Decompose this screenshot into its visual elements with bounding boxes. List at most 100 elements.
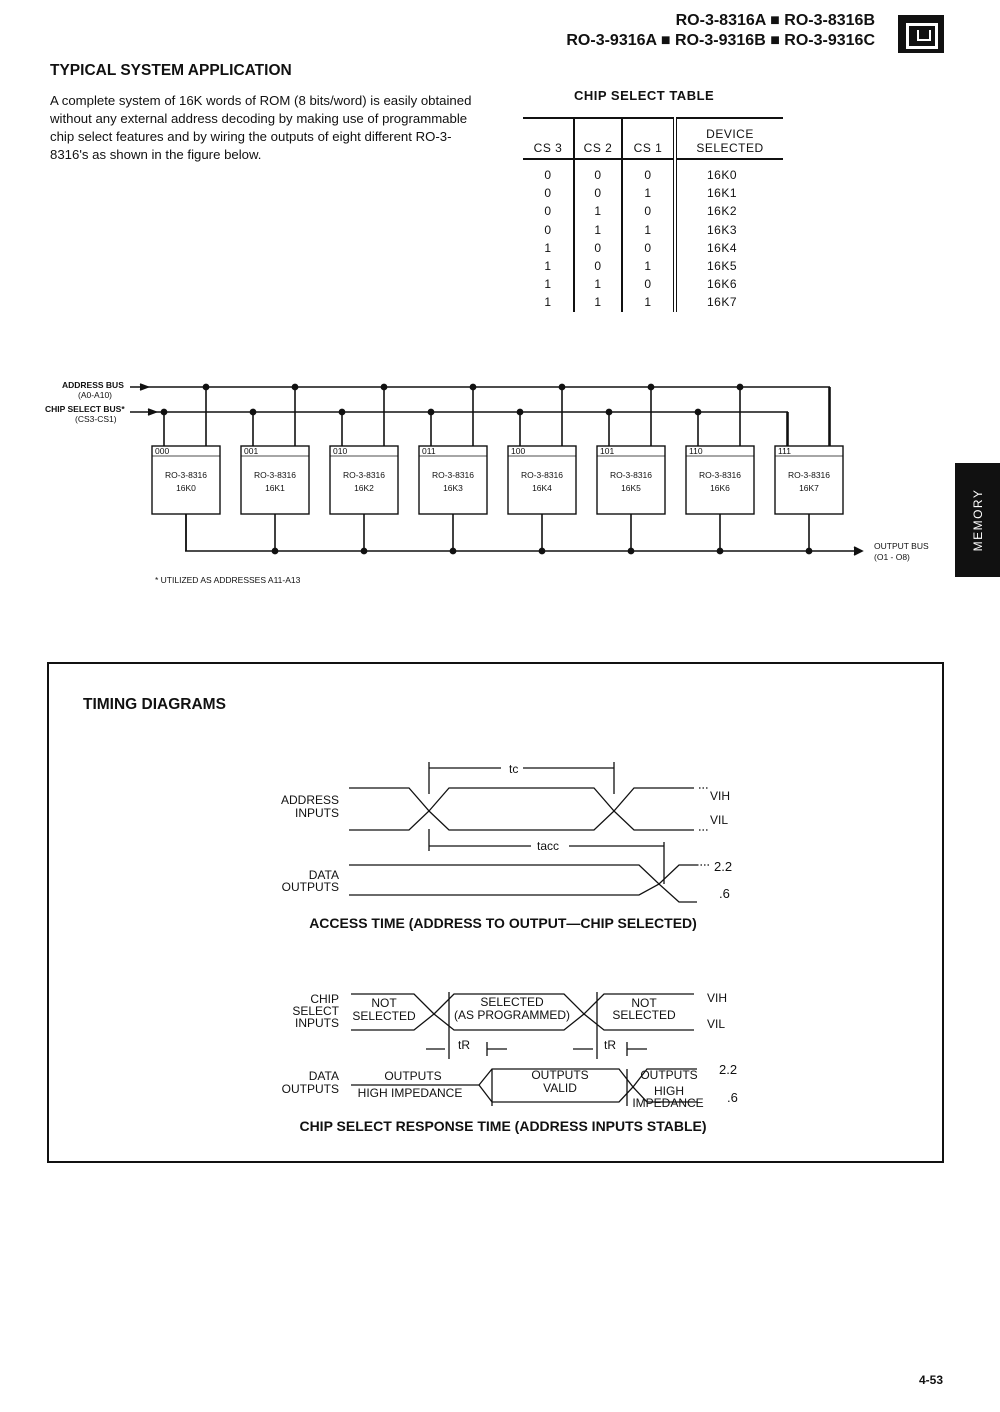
chip-code: 010 <box>333 446 347 456</box>
header-cs1: CS 1 <box>622 117 677 160</box>
timing-diagrams-frame: TIMING DIAGRAMS <box>47 662 944 1163</box>
cell-cs3: 1 <box>523 275 575 294</box>
junction-dot <box>736 383 744 391</box>
chip-code: 001 <box>244 446 258 456</box>
tacc-label: tacc <box>537 839 559 853</box>
vih-label-2: VIH <box>707 991 727 1005</box>
bus-lines <box>130 383 864 556</box>
cell-device: 16K2 <box>707 204 738 219</box>
chip-code: 000 <box>155 446 169 456</box>
chip-outline <box>685 445 755 515</box>
output-bus-label: OUTPUT BUS <box>874 541 929 551</box>
vlow-label-1: .6 <box>719 886 730 901</box>
cell-cs2: 1 <box>574 293 623 312</box>
cell-cs2: 1 <box>574 202 623 221</box>
vil-label-2: VIL <box>707 1017 725 1031</box>
chip-name: 16K6 <box>710 483 730 493</box>
tc-label: tc <box>509 762 518 776</box>
table-header-row: CS 3 CS 2 CS 1 DEVICE SELECTED <box>523 117 783 160</box>
chip-part: RO-3-8316 <box>788 470 830 480</box>
chip-part: RO-3-8316 <box>432 470 474 480</box>
chip-name: 16K0 <box>176 483 196 493</box>
cell-cs1: 1 <box>622 293 677 312</box>
junction-dot <box>202 383 210 391</box>
part-numbers-line-1: RO-3-8316A ■ RO-3-8316B <box>675 12 875 29</box>
cell-cs3: 0 <box>523 184 575 203</box>
tr-label-1: tR <box>458 1038 470 1052</box>
junction-dot <box>469 383 477 391</box>
chip-part: RO-3-8316 <box>699 470 741 480</box>
cell-cs2: 0 <box>574 256 623 276</box>
page-number: 4-53 <box>918 1373 943 1387</box>
junction-dot <box>427 408 435 416</box>
cell-cs2: 0 <box>574 184 623 203</box>
address-label-1: ADDRESS <box>281 793 339 807</box>
memory-tab-label: MEMORY <box>970 488 985 552</box>
junction-dot <box>538 547 546 555</box>
chip-outline <box>240 445 310 515</box>
not-selected-1a: NOT <box>371 996 397 1010</box>
vil-label-1: VIL <box>710 813 728 827</box>
gi-logo-icon <box>898 15 944 53</box>
cell-cs3: 0 <box>523 220 575 239</box>
outputs-high-z-1: OUTPUTS <box>384 1069 441 1083</box>
vhigh-label-1: 2.2 <box>714 859 732 874</box>
junction-dot <box>160 408 168 416</box>
junction-dot <box>694 408 702 416</box>
cell-cs1: 0 <box>622 238 677 257</box>
junction-dot <box>338 408 346 416</box>
tr-label-2: tR <box>604 1038 616 1052</box>
junction-dot <box>380 383 388 391</box>
part-numbers-line-2: RO-3-9316A ■ RO-3-9316B ■ RO-3-9316C <box>566 32 875 49</box>
selected-2: (AS PROGRAMMED) <box>454 1008 570 1022</box>
chip-select-waveforms <box>351 992 697 1106</box>
junction-dot <box>291 383 299 391</box>
chip-blocks: 000RO-3-831616K0001RO-3-831616K1010RO-3-… <box>151 445 844 515</box>
cell-device: 16K5 <box>707 259 738 274</box>
junction-dot <box>249 408 257 416</box>
chip-outline <box>418 445 488 515</box>
cell-cs3: 1 <box>523 256 575 276</box>
cell-cs1: 1 <box>622 256 677 276</box>
cell-cs2: 1 <box>574 275 623 294</box>
chip-name: 16K4 <box>532 483 552 493</box>
junction-dot <box>805 547 813 555</box>
chip-select-bus-range: (CS3-CS1) <box>75 414 117 424</box>
junction-dot <box>647 383 655 391</box>
cell-cs2: 0 <box>574 238 623 257</box>
outputs-valid-2: VALID <box>543 1081 577 1095</box>
junction-dot <box>716 547 724 555</box>
chip-code: 011 <box>422 446 436 456</box>
cell-device: 16K1 <box>707 186 738 201</box>
not-selected-1b: SELECTED <box>352 1009 416 1023</box>
cs-label-1: CHIP <box>310 992 339 1006</box>
cell-device: 16K4 <box>707 240 738 255</box>
not-selected-2a: NOT <box>631 996 657 1010</box>
chip-select-table-title: CHIP SELECT TABLE <box>574 88 715 103</box>
cs-data-label-1: DATA <box>309 1069 339 1083</box>
cell-cs1: 0 <box>622 159 677 185</box>
selected-1: SELECTED <box>480 995 544 1009</box>
memory-section-tab[interactable]: MEMORY <box>955 463 1000 577</box>
junction-dot <box>558 383 566 391</box>
chip-part: RO-3-8316 <box>610 470 652 480</box>
chip-code: 110 <box>689 446 703 456</box>
chip-name: 16K7 <box>799 483 819 493</box>
impedance-label-2: IMPEDANCE <box>632 1096 703 1110</box>
outputs-high-z-2: OUTPUTS <box>640 1068 697 1082</box>
chip-code: 100 <box>511 446 525 456</box>
cell-cs2: 0 <box>574 159 623 185</box>
data-label-1: DATA <box>309 868 339 882</box>
application-title: TYPICAL SYSTEM APPLICATION <box>50 62 292 79</box>
chip-select-caption: CHIP SELECT RESPONSE TIME (ADDRESS INPUT… <box>299 1118 706 1134</box>
header-device-selected: DEVICE SELECTED <box>675 117 783 160</box>
